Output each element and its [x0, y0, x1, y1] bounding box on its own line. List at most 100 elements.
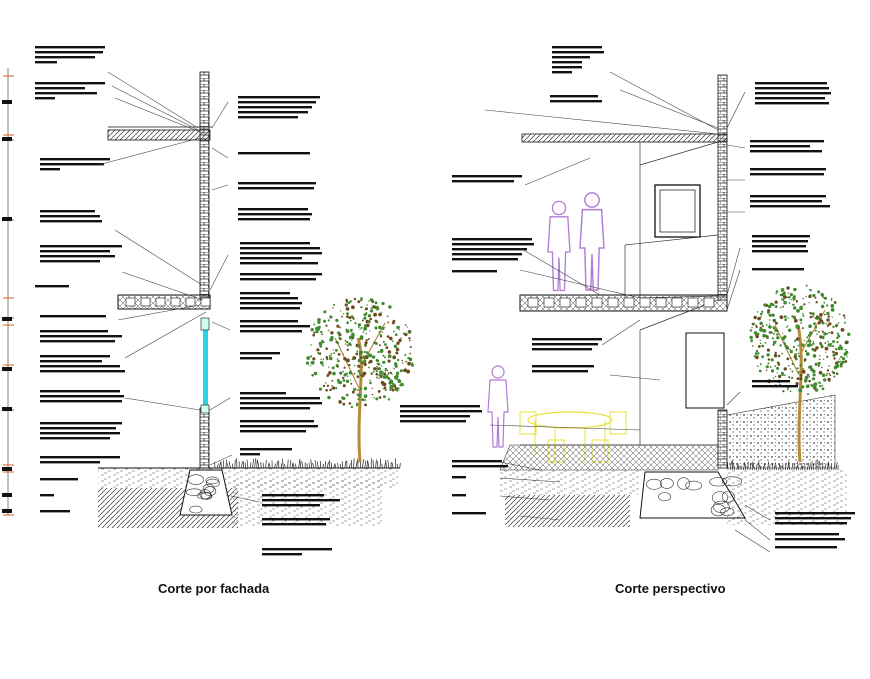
leaf: [787, 317, 789, 319]
leaf: [384, 356, 386, 359]
window-glazing: [203, 330, 208, 408]
annotation-line: [240, 320, 298, 323]
grass-blade: [322, 463, 324, 469]
annotation-line: [35, 87, 85, 90]
leaf: [800, 371, 803, 373]
annotation-line: [35, 46, 105, 49]
leaf: [767, 362, 770, 365]
leaf: [399, 384, 402, 387]
grass-blade: [788, 461, 790, 471]
annotation-line: [238, 208, 308, 211]
annotation-block: [452, 476, 466, 479]
annotation-line: [750, 140, 824, 143]
leaf: [331, 366, 335, 370]
leaf: [772, 303, 775, 307]
leaf: [319, 361, 324, 365]
grass-blade: [736, 464, 739, 471]
annotation-line: [240, 262, 318, 265]
leaf: [840, 346, 844, 350]
leaf: [798, 388, 802, 393]
annotation-block: [40, 355, 125, 373]
leaf: [382, 388, 384, 390]
leaf: [785, 345, 789, 350]
person-head: [551, 200, 567, 216]
annotation-line: [240, 257, 302, 260]
leader-line: [499, 477, 561, 483]
annotation-line: [240, 420, 314, 423]
leaf: [404, 324, 407, 326]
leaf: [395, 347, 400, 352]
leaf: [364, 355, 369, 360]
annotation-line: [40, 330, 108, 333]
leaf: [310, 328, 314, 332]
slab-void: [639, 297, 651, 308]
leaf: [771, 337, 774, 340]
leaf: [811, 377, 816, 381]
leaf: [781, 373, 784, 377]
leaf: [310, 360, 315, 365]
leaf: [405, 360, 408, 363]
grass-blade: [775, 464, 777, 471]
leaf: [380, 376, 383, 379]
annotation-block: [35, 82, 105, 100]
leaf: [359, 335, 364, 340]
leaf: [803, 303, 806, 306]
leaf: [760, 312, 763, 316]
leaf: [765, 324, 768, 326]
leader-line: [726, 247, 741, 296]
leaf: [759, 328, 763, 332]
leaf: [359, 356, 362, 359]
leaf: [768, 323, 771, 325]
leaf: [346, 315, 349, 319]
slab-void: [687, 297, 699, 308]
leaf: [325, 347, 329, 351]
leaf: [378, 325, 382, 330]
leaf: [781, 297, 783, 300]
leaf: [389, 336, 393, 341]
leaf: [363, 386, 368, 391]
leaf: [403, 368, 408, 373]
leaf: [822, 296, 824, 299]
leaf: [317, 352, 320, 355]
leaf: [319, 352, 322, 354]
leaf: [841, 360, 845, 364]
grass-blade: [749, 462, 752, 471]
leaf: [386, 315, 389, 318]
leaf: [342, 376, 345, 380]
annotation-line: [552, 46, 602, 49]
chair: [519, 411, 537, 435]
leaf: [399, 369, 403, 373]
leaf: [353, 297, 357, 301]
grass-blade: [219, 462, 221, 469]
annotation-block: [452, 460, 508, 468]
leader-line: [499, 495, 551, 501]
leaf: [816, 333, 818, 336]
leaf: [328, 355, 331, 358]
leaf: [377, 367, 381, 371]
leaf: [358, 373, 362, 376]
leaf: [393, 385, 397, 388]
annotation-line: [240, 357, 272, 360]
leaf: [818, 370, 823, 375]
leaf: [812, 383, 815, 386]
leaf: [348, 335, 353, 340]
leaf: [368, 361, 371, 364]
dimension-label: [2, 493, 12, 497]
leaf: [783, 367, 787, 371]
foundation-stone: [660, 478, 674, 489]
grass-blade: [795, 465, 798, 471]
leaf: [835, 325, 838, 328]
grass-blade: [267, 462, 270, 469]
leaf: [380, 365, 383, 367]
leaf: [839, 358, 841, 360]
leaf: [783, 315, 787, 318]
leaf: [398, 338, 402, 343]
leaf: [802, 312, 804, 315]
leaf: [368, 300, 370, 302]
leaf: [827, 340, 829, 343]
leaf: [808, 379, 811, 383]
leaf: [753, 315, 757, 320]
leaf: [325, 382, 327, 384]
leaf: [839, 364, 843, 368]
leaf: [332, 386, 336, 390]
